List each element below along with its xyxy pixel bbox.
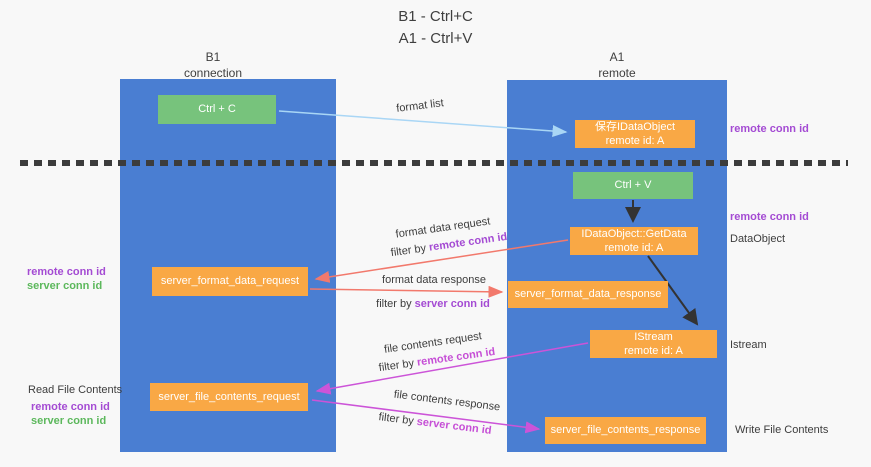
annotation-write-file-contents: Write File Contents xyxy=(735,424,829,436)
node-ctrl-v-label: Ctrl + V xyxy=(614,179,652,192)
node-istream-line2: remote id: A xyxy=(624,345,683,357)
lifeline-right-title: A1 xyxy=(609,50,625,64)
filter-prefix: filter by xyxy=(376,298,415,310)
lifeline-header-right: A1 remote xyxy=(542,49,692,81)
flow-label-format-data-response-filter: filter by server conn id xyxy=(376,298,490,310)
title-line-1: B1 - Ctrl+C xyxy=(398,8,473,25)
legend-bottom-remote-conn-id: remote conn id xyxy=(31,401,110,413)
node-istream: IStream remote id: A xyxy=(590,330,717,358)
node-idataobject-getdata: IDataObject::GetData remote id: A xyxy=(570,227,698,255)
annotation-remote-conn-id-mid: remote conn id xyxy=(730,211,809,223)
node-save-idataobject: 保存IDataObject remote id: A xyxy=(575,120,695,148)
flow-label-format-list: format list xyxy=(395,97,445,115)
node-ctrl-v: Ctrl + V xyxy=(573,172,693,199)
filter-prefix: filter by xyxy=(377,411,418,428)
annotation-istream: Istream xyxy=(730,339,767,351)
annotation-read-file-contents: Read File Contents xyxy=(28,384,123,396)
lifeline-right-subtitle: remote xyxy=(598,66,636,81)
flow-label-file-contents-response-filter: filter by server conn id xyxy=(376,411,495,437)
node-getdata-line1: IDataObject::GetData xyxy=(581,227,687,240)
legend-bottom-server-conn-id: server conn id xyxy=(31,415,107,427)
title-line-2: A1 - Ctrl+V xyxy=(398,29,473,47)
node-istream-line1: IStream xyxy=(634,330,673,343)
node-file-request-label: server_file_contents_request xyxy=(158,390,300,403)
node-file-response-label: server_file_contents_response xyxy=(550,424,701,437)
node-server-file-contents-response: server_file_contents_response xyxy=(545,417,706,444)
node-save-idataobject-line2: remote id: A xyxy=(605,135,665,147)
lifeline-left-title: B1 xyxy=(205,50,221,64)
node-server-format-data-response: server_format_data_response xyxy=(508,281,668,308)
node-server-file-contents-request: server_file_contents_request xyxy=(150,383,308,411)
node-save-idataobject-line1: 保存IDataObject xyxy=(594,120,676,133)
filter-prefix: filter by xyxy=(390,241,430,260)
filter-id-server-conn-id: server conn id xyxy=(416,415,493,437)
annotation-remote-conn-id-top: remote conn id xyxy=(730,123,809,135)
diagram-title: B1 - Ctrl+C A1 - Ctrl+V xyxy=(0,6,871,50)
node-server-format-data-request: server_format_data_request xyxy=(152,267,308,296)
legend-top-server-conn-id: server conn id xyxy=(27,280,103,292)
annotation-dataobject: DataObject xyxy=(730,233,786,245)
node-ctrl-c-label: Ctrl + C xyxy=(198,103,236,116)
lifeline-left-subtitle: connection xyxy=(183,66,243,81)
flow-label-format-data-response: format data response xyxy=(382,274,486,286)
node-getdata-line2: remote id: A xyxy=(604,242,664,254)
node-ctrl-c: Ctrl + C xyxy=(158,95,276,124)
filter-prefix: filter by xyxy=(378,356,418,375)
filter-id-server-conn-id: server conn id xyxy=(414,298,490,310)
arrow-format-data-response xyxy=(309,285,504,298)
legend-top-remote-conn-id: remote conn id xyxy=(27,266,106,278)
node-format-request-label: server_format_data_request xyxy=(160,275,300,288)
lifeline-header-left: B1 connection xyxy=(138,49,288,81)
node-format-response-label: server_format_data_response xyxy=(514,288,662,301)
flow-label-file-contents-response: file contents response xyxy=(393,388,501,414)
